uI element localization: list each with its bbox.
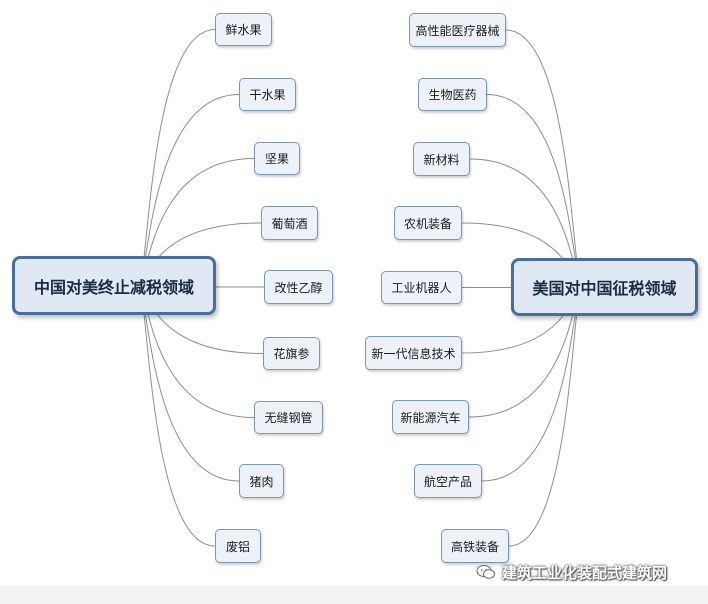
right-node-new-materials: 新材料 [413, 142, 470, 176]
right-node-medical-devices: 高性能医疗器械 [409, 13, 506, 47]
right-connector [481, 286, 583, 482]
watermark-text: 建筑工业化装配式建筑网 [502, 563, 668, 582]
left-connector [138, 285, 216, 547]
right-hub: 美国对中国征税领域 [511, 258, 698, 316]
left-connector [138, 29, 216, 286]
right-node-high-speed-rail: 高铁装备 [441, 529, 509, 563]
right-node-new-energy-vehicles: 新能源汽车 [392, 400, 469, 434]
left-node-wine: 葡萄酒 [261, 206, 318, 240]
right-node-agricultural-machinery: 农机装备 [394, 206, 462, 240]
left-node-modified-ethanol: 改性乙醇 [264, 270, 333, 304]
left-node-fresh-fruit: 鲜水果 [215, 13, 272, 46]
left-node-seamless-steel-pipe: 无缝钢管 [254, 401, 323, 434]
left-node-scrap-aluminum: 废铝 [215, 529, 261, 563]
right-node-new-generation-it: 新一代信息技术 [365, 336, 462, 370]
right-node-industrial-robots: 工业机器人 [381, 271, 462, 304]
right-node-aviation-products: 航空产品 [414, 464, 482, 498]
left-node-american-ginseng: 花旗参 [263, 337, 320, 370]
left-hub: 中国对美终止减税领域 [12, 256, 216, 315]
right-connector [505, 29, 583, 288]
wechat-icon [476, 565, 495, 579]
left-node-dried-fruit: 干水果 [239, 78, 296, 111]
footer-band [0, 586, 708, 604]
left-node-nuts: 坚果 [254, 142, 300, 175]
left-node-pork: 猪肉 [239, 464, 284, 498]
watermark: 建筑工业化装配式建筑网 [476, 560, 667, 584]
right-connector [508, 286, 583, 547]
right-node-biomedicine: 生物医药 [418, 78, 487, 111]
